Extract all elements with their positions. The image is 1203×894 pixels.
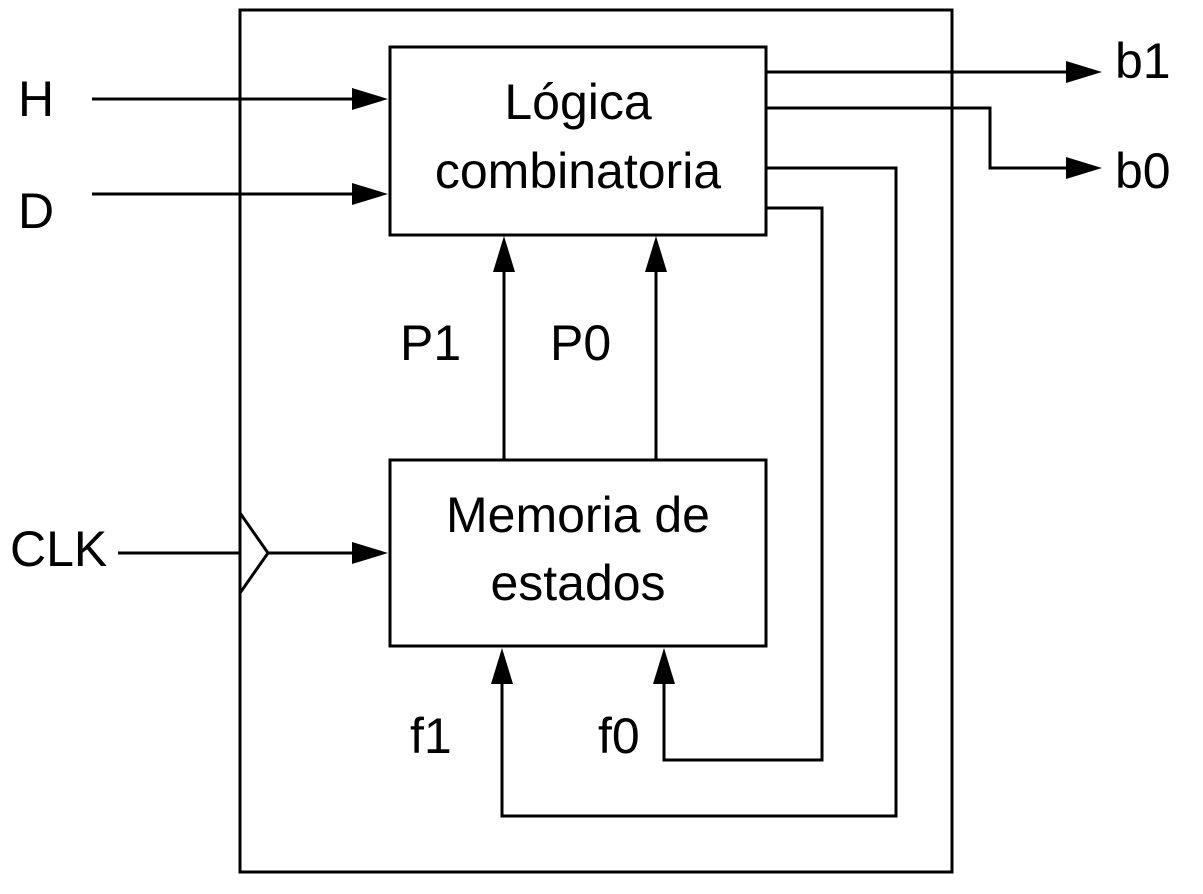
output-b0-wire	[766, 106, 1102, 179]
system-frame	[238, 8, 954, 874]
output-b0-label: b0	[1115, 143, 1171, 199]
output-b1-label: b1	[1115, 33, 1171, 89]
combinational-logic-box	[388, 45, 768, 237]
input-h-arrowhead	[352, 88, 388, 110]
p0-wire	[645, 236, 667, 460]
state-memory-label-line2: estados	[490, 555, 665, 611]
input-h-label: H	[18, 71, 54, 127]
p1-wire	[493, 236, 515, 460]
input-d-wire	[92, 183, 388, 205]
state-memory-block: Memoria de estados	[388, 458, 768, 648]
input-h-wire	[92, 88, 388, 110]
p1-label: P1	[400, 315, 461, 371]
output-b0-arrowhead	[1066, 157, 1102, 179]
clk-arrowhead	[352, 542, 388, 564]
combinational-logic-label-line1: Lógica	[504, 74, 652, 130]
output-b1-arrowhead	[1066, 61, 1102, 83]
state-memory-label-line1: Memoria de	[446, 487, 710, 543]
clk-label: CLK	[10, 521, 107, 577]
input-d-arrowhead	[352, 183, 388, 205]
f1-label: f1	[410, 708, 452, 764]
f0-wire	[653, 206, 824, 762]
f0-arrowhead	[653, 648, 675, 684]
p0-arrowhead	[645, 236, 667, 272]
p0-label: P0	[550, 315, 611, 371]
state-memory-box	[388, 458, 768, 648]
p1-arrowhead	[493, 236, 515, 272]
clk-wire	[118, 542, 388, 564]
combinational-logic-block: Lógica combinatoria	[388, 45, 768, 237]
clock-triangle-icon	[238, 508, 270, 598]
f0-label: f0	[598, 708, 640, 764]
output-b1-wire	[766, 61, 1102, 83]
combinational-logic-label-line2: combinatoria	[435, 143, 721, 199]
f1-arrowhead	[491, 648, 513, 684]
input-d-label: D	[18, 183, 54, 239]
f1-wire	[491, 166, 898, 818]
